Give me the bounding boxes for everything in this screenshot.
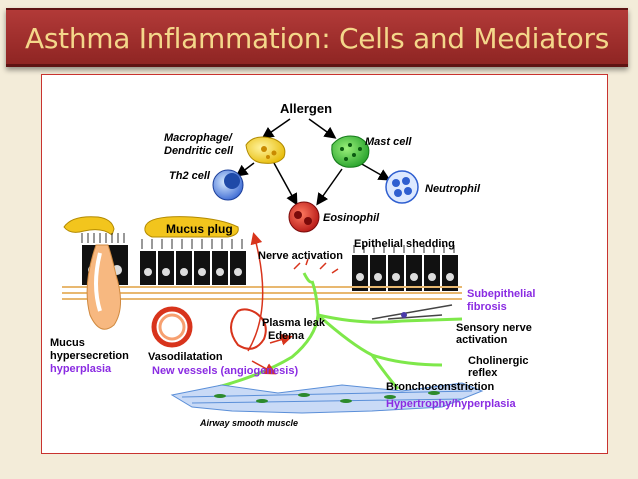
slide-title: Asthma Inflammation: Cells and Mediators [25,22,609,55]
diagram-labels: Allergen Macrophage/ Dendritic cell Mast… [50,101,535,428]
label-sensory-nerve-1: Sensory nerve [456,322,532,334]
label-cholinergic-2: reflex [468,367,498,379]
red-arrows [247,232,293,375]
label-mucus-3: hyperplasia [50,363,112,375]
epithelium-left [81,233,246,285]
eosinophil-cell [288,201,320,233]
label-mucus-1: Mucus [50,337,85,349]
label-th2-cell: Th2 cell [169,170,211,182]
label-macrophage-2: Dendritic cell [164,145,234,157]
label-vasodilatation: Vasodilatation [148,351,223,363]
macrophage-cell [245,136,286,164]
blood-vessel [151,306,267,350]
label-bronchoconstriction: Bronchoconstriction [386,381,494,393]
mucus-plug [63,216,239,238]
label-mast-cell: Mast cell [365,136,412,148]
label-new-vessels: New vessels (angiogenesis) [152,365,298,377]
label-subepithelial-2: fibrosis [467,301,507,313]
label-sensory-nerve-2: activation [456,334,508,346]
diagram-canvas: Allergen Macrophage/ Dendritic cell Mast… [50,101,535,428]
mast-cell [331,135,370,168]
title-banner: Asthma Inflammation: Cells and Mediators [6,8,628,67]
diagram-panel: Allergen Macrophage/ Dendritic cell Mast… [41,74,608,454]
mucus-gland [86,244,121,330]
label-hypertrophy: Hypertrophy/hyperplasia [386,398,516,410]
epithelium-right [352,245,458,291]
label-eosinophil: Eosinophil [323,212,380,224]
label-airway-smooth-muscle: Airway smooth muscle [199,418,298,428]
label-mucus-2: hypersecretion [50,350,129,362]
label-cholinergic-1: Cholinergic [468,355,529,367]
sensory-nerve [371,304,453,320]
label-epithelial-shedding: Epithelial shedding [354,238,455,250]
label-subepithelial-1: Subepithelial [467,288,535,300]
smooth-muscle [170,382,484,414]
nerve-sparks [293,258,339,274]
label-neutrophil: Neutrophil [425,183,481,195]
cell-arrows [235,118,391,206]
nerve-fibers [217,272,463,390]
label-macrophage-1: Macrophage/ [164,132,234,144]
label-allergen: Allergen [280,101,332,116]
neutrophil-cell [385,170,419,204]
label-nerve-activation: Nerve activation [258,250,343,262]
label-mucus-plug: Mucus plug [166,222,233,236]
th2-cell [212,169,244,201]
label-plasma-leak: Plasma leak [262,317,326,329]
label-edema: Edema [268,330,305,342]
